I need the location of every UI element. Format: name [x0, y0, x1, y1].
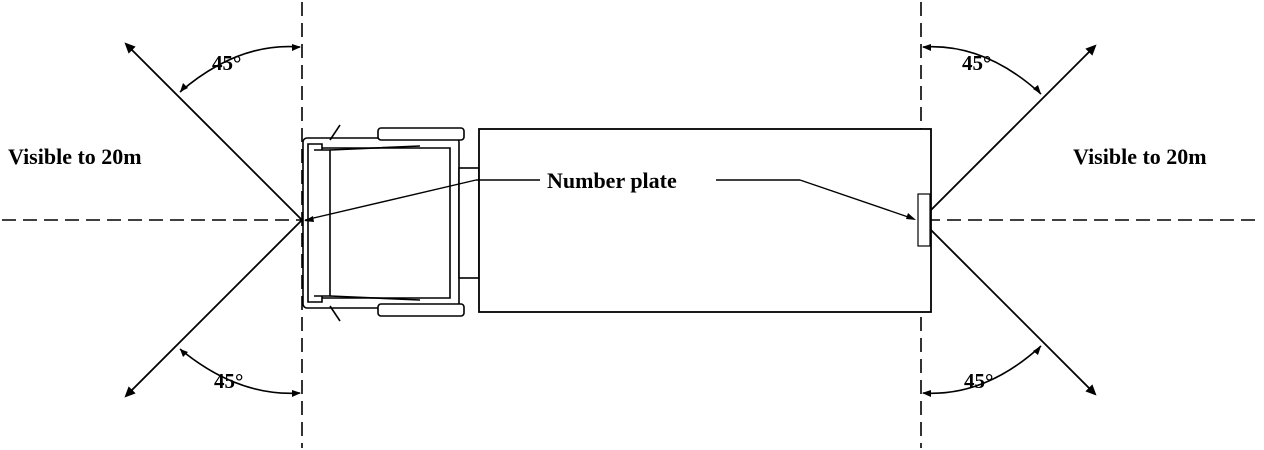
- angle-label-bottom-left: 45°: [214, 369, 243, 393]
- front-ray-upper: [127, 45, 303, 221]
- number-plate-label: Number plate: [547, 168, 677, 193]
- angle-label-bottom-right: 45°: [964, 369, 993, 393]
- windscreen-inner: [314, 149, 331, 297]
- angle-arrowhead: [292, 44, 301, 51]
- mirror-bracket-bottom: [377, 303, 465, 317]
- angle-arrowhead: [922, 44, 931, 51]
- angle-arc-top-right: [922, 45, 1042, 95]
- angle-arrowhead: [1033, 85, 1041, 94]
- angle-arrowhead: [292, 390, 301, 397]
- angle-label-top-left: 45°: [212, 51, 241, 75]
- front-ray-lower: [127, 219, 303, 395]
- angle-arrowhead: [922, 390, 931, 397]
- plate-leader-arrowhead-rear: [906, 213, 916, 220]
- angle-arrowhead: [180, 83, 188, 92]
- angle-arrowhead: [180, 349, 188, 357]
- angle-arc-bottom-left: [179, 348, 301, 395]
- visible-range-label-right: Visible to 20m: [1073, 144, 1207, 169]
- angle-arrowhead: [1033, 346, 1041, 355]
- trailer-body: [478, 128, 932, 313]
- angle-label-top-right: 45°: [962, 51, 991, 75]
- rear-number-plate: [917, 193, 931, 247]
- plate-leader-arrowhead-front: [304, 216, 314, 222]
- cab-inner-outline: [318, 147, 451, 299]
- cab-trailer-coupling: [458, 167, 480, 279]
- plate-leader-rear-diagonal: [799, 179, 915, 220]
- rear-ray-lower: [920, 219, 1094, 393]
- truck-cab: [302, 124, 480, 322]
- angle-arc-bottom-right: [922, 345, 1042, 395]
- front-ray-lower-arrowhead: [124, 386, 136, 398]
- visible-range-label-left: Visible to 20m: [8, 144, 142, 169]
- mirror-left-top: [329, 124, 341, 141]
- plate-leader-front-diagonal: [304, 179, 477, 221]
- front-ray-upper-arrowhead: [124, 42, 136, 54]
- angle-arc-top-left: [179, 45, 301, 93]
- cab-roof-line: [329, 145, 421, 301]
- truck-trailer: [478, 128, 932, 313]
- mirror-left-bottom: [329, 305, 341, 322]
- rear-ray-lower-arrowhead: [1085, 384, 1097, 396]
- mirror-bracket-top: [377, 127, 465, 141]
- rear-ray-upper-arrowhead: [1085, 44, 1097, 56]
- rear-ray-upper: [920, 47, 1094, 221]
